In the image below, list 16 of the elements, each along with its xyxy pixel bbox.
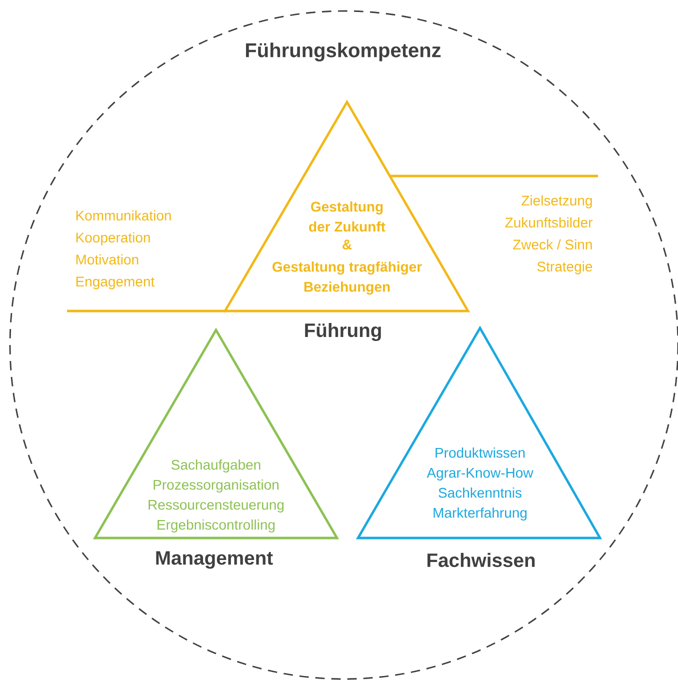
- triangle-title: Führung: [305, 322, 381, 342]
- label: Motivation: [76, 254, 138, 265]
- label: Kommunikation: [76, 210, 171, 221]
- triangle-text: Sachaufgaben Prozessorganisation Ressourcensteuerung Ergebniscontrolling: [148, 459, 284, 533]
- label: Engagement: [76, 276, 155, 290]
- keyword-list: Kommunikation Kooperation Motivation Engagement: [76, 210, 171, 290]
- label: Zweck / Sinn: [513, 239, 592, 250]
- triangle-text: Produktwissen Agrar-Know-How Sachkenntnis Markterfahrung: [426, 447, 534, 521]
- triangle-text: Gestaltung der Zukunft & Gestaltung tragfähiger Beziehungen: [272, 201, 422, 295]
- label: Kooperation: [76, 232, 150, 246]
- label: Zielsetzung: [522, 195, 592, 208]
- triangle-title: Fachwissen: [428, 552, 535, 568]
- triangle-title: Management: [156, 551, 273, 569]
- label: Zukunftsbilder: [505, 217, 592, 228]
- keyword-list: Zielsetzung Zukunftsbilder Zweck / Sinn Strategie: [505, 195, 592, 274]
- label: Strategie: [537, 261, 592, 274]
